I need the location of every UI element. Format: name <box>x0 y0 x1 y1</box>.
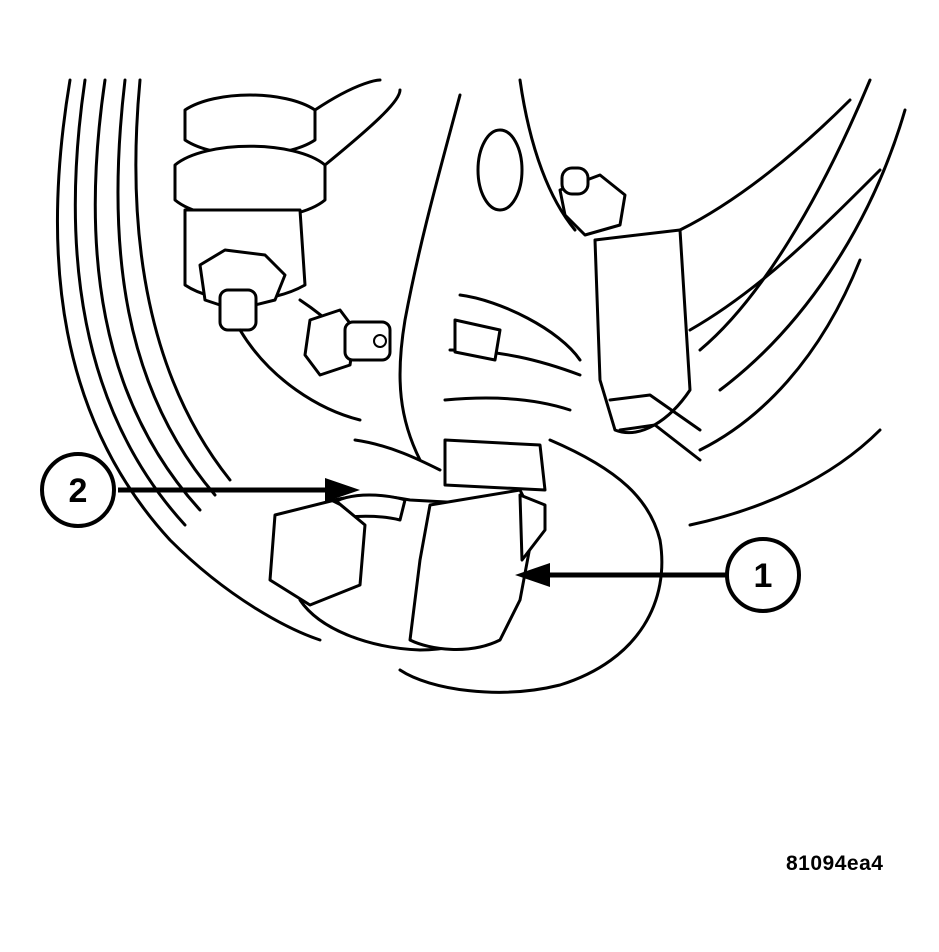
callout-1: 1 <box>725 537 801 613</box>
callout-2-arrowhead <box>325 478 360 502</box>
strut-mount <box>173 78 402 332</box>
lower-arm <box>398 293 664 694</box>
callout-2-label: 2 <box>69 472 88 510</box>
ball-joint-assembly <box>268 488 547 652</box>
callout-1-label: 1 <box>754 557 773 595</box>
knuckle-bolt <box>303 308 392 377</box>
callout-1-arrowhead <box>515 563 550 587</box>
background-arcs <box>688 78 907 527</box>
tie-rod-arm <box>558 98 882 462</box>
callout-2: 2 <box>40 452 116 528</box>
tire-arcs <box>55 78 322 642</box>
figure-id: 81094ea4 <box>786 852 884 875</box>
